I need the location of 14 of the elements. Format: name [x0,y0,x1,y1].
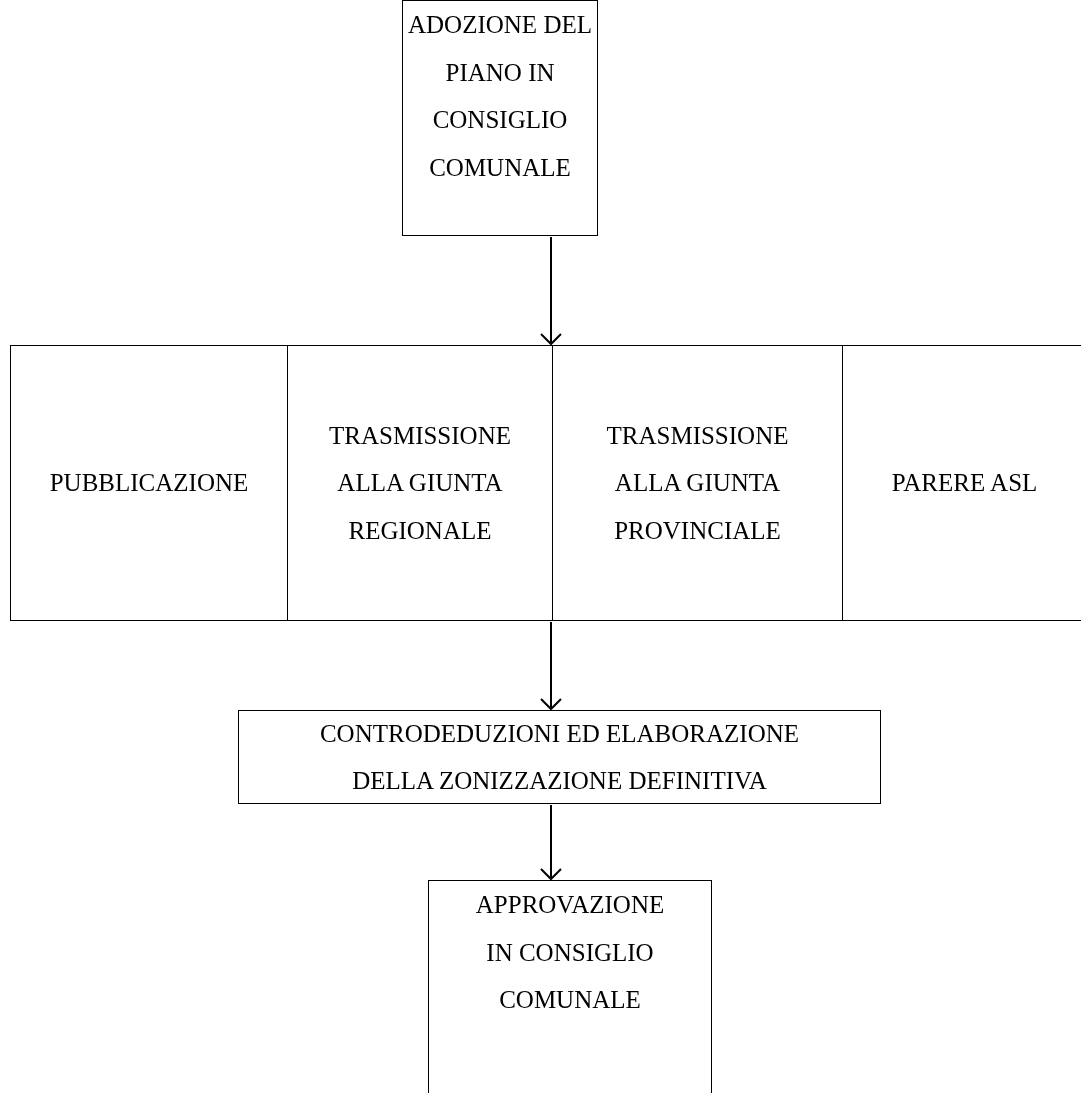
box-text: APPROVAZIONE IN CONSIGLIO COMUNALE [474,890,666,1015]
arrow [540,236,562,345]
process-box [238,710,881,804]
process-box [428,880,712,1093]
arrow [540,804,562,880]
box-text: TRASMISSIONE ALLA GIUNTA PROVINCIALE [605,420,790,546]
box-text: PUBBLICAZIONE [48,468,250,499]
table-row-box [10,345,1081,621]
box-text: CONTRODEDUZIONI ED ELABORAZIONE DELLA ZONIZZAZIONE DEFINITIVA [318,718,801,796]
box-text: TRASMISSIONE ALLA GIUNTA REGIONALE [328,420,512,546]
arrow [540,621,562,710]
box-text: PARERE ASL [890,468,1039,499]
process-box [402,0,598,236]
box-text: ADOZIONE DEL PIANO IN CONSIGLIO COMUNALE [407,10,593,183]
